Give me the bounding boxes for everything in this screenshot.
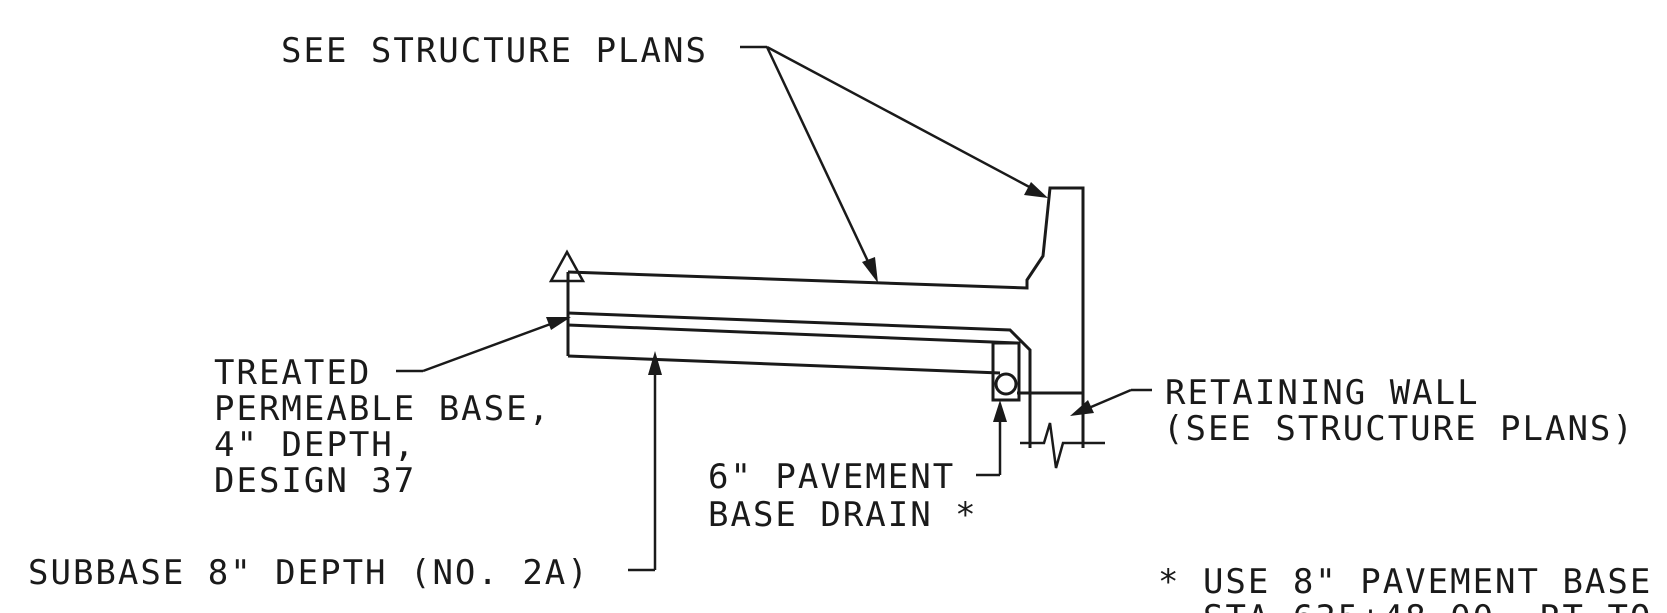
arrowhead-structure-plans-2 bbox=[1024, 182, 1048, 198]
section-triangle-marker bbox=[548, 249, 586, 283]
label-retaining-wall-line1: RETAINING WALL bbox=[1165, 373, 1480, 413]
label-treated-base-line1: TREATED bbox=[214, 353, 371, 393]
treated-base-top bbox=[567, 311, 1032, 400]
arrowhead-treated-base bbox=[546, 317, 571, 330]
leader-retaining-wall bbox=[1083, 388, 1132, 412]
note-line1: * USE 8" PAVEMENT BASE bbox=[1158, 562, 1652, 602]
pavement-section bbox=[566, 186, 1105, 469]
treated-base-bottom bbox=[567, 323, 1018, 345]
note-line2: STA 635+48.00, RT TO bbox=[1203, 598, 1652, 613]
arrowhead-drain bbox=[993, 400, 1007, 422]
drain-pipe bbox=[994, 372, 1018, 396]
label-treated-base-line4: DESIGN 37 bbox=[214, 461, 416, 501]
slab-top-edge bbox=[567, 186, 1085, 448]
label-drain-line2: BASE DRAIN * bbox=[708, 495, 978, 535]
arrowhead-structure-plans-1 bbox=[862, 257, 878, 283]
leader-structure-plans-1 bbox=[765, 46, 874, 271]
label-drain-line1: 6" PAVEMENT bbox=[708, 457, 955, 497]
label-treated-base-line3: 4" DEPTH, bbox=[214, 425, 416, 465]
subbase-bottom bbox=[567, 354, 1001, 375]
leader-treated-base bbox=[422, 320, 557, 373]
arrowhead-subbase bbox=[648, 351, 662, 375]
label-see-structure-plans: SEE STRUCTURE PLANS bbox=[281, 31, 708, 71]
leader-lines bbox=[396, 45, 1152, 572]
leader-structure-plans-2 bbox=[766, 45, 1036, 192]
arrowhead-retaining-wall bbox=[1070, 400, 1094, 416]
drain-trench bbox=[991, 341, 1021, 402]
pavement-base-drain bbox=[991, 341, 1021, 402]
label-treated-base-line2: PERMEABLE BASE, bbox=[214, 389, 551, 429]
callout-labels: SEE STRUCTURE PLANS TREATED PERMEABLE BA… bbox=[28, 31, 1652, 613]
break-line bbox=[1020, 422, 1105, 469]
label-subbase: SUBBASE 8" DEPTH (NO. 2A) bbox=[28, 553, 590, 593]
label-retaining-wall-line2: (SEE STRUCTURE PLANS) bbox=[1163, 409, 1635, 449]
